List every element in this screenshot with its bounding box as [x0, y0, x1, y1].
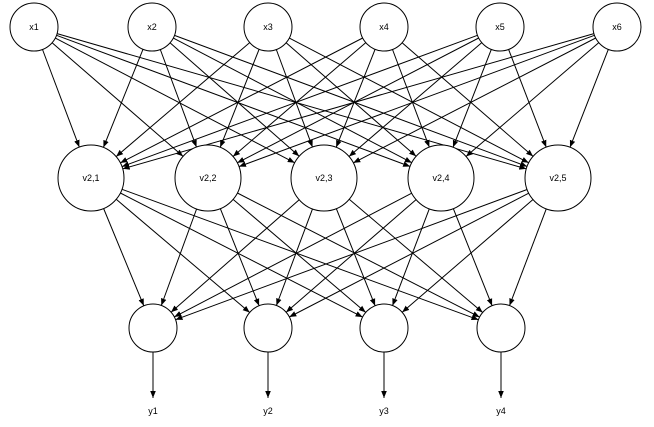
- edge-x5-to-v21: [121, 34, 478, 168]
- node-label: x3: [263, 22, 273, 32]
- node-v23: v2,3: [290, 144, 358, 212]
- edge-x3-to-v23: [275, 49, 313, 148]
- edge-x1-to-v21: [42, 49, 80, 148]
- edge-x2-to-v23: [169, 42, 300, 157]
- node-circle: [174, 144, 242, 212]
- node-o2: [243, 303, 293, 353]
- node-circle: [407, 144, 475, 212]
- edge-x4-to-v21: [120, 37, 363, 164]
- node-label: v2,2: [199, 173, 216, 183]
- node-label: v2,5: [549, 173, 566, 183]
- edge-v25-to-o2: [289, 192, 529, 318]
- edge-v23-to-o1: [170, 199, 300, 313]
- node-circle: [57, 144, 125, 212]
- node-x1: x1: [9, 2, 59, 52]
- edge-v21-to-o1: [103, 208, 145, 306]
- node-label: v2,3: [315, 173, 332, 183]
- edge-layer: [42, 33, 609, 321]
- node-v24: v2,4: [407, 144, 475, 212]
- node-o1: [128, 303, 178, 353]
- edge-x4-to-v24: [392, 49, 430, 148]
- edge-v25-to-o3: [401, 199, 534, 313]
- output-layer: y1 y2 y3 y4: [148, 352, 506, 416]
- edge-v25-to-o4: [509, 208, 547, 306]
- edge-x1-to-v24: [56, 34, 411, 167]
- edge-x5-to-v23: [348, 42, 483, 157]
- edge-x4-to-v25: [401, 42, 534, 157]
- edge-v21-to-o3: [120, 192, 363, 318]
- edge-x5-to-v24: [452, 49, 492, 148]
- edge-x3-to-v22: [219, 49, 260, 148]
- edge-x1-to-v22: [51, 42, 184, 157]
- output-label-y3: y3: [379, 406, 389, 416]
- node-v25: v2,5: [524, 144, 592, 212]
- node-label: x1: [29, 22, 39, 32]
- edge-v22-to-o4: [237, 192, 480, 318]
- edge-x3-to-v24: [285, 42, 417, 157]
- edge-v24-to-o3: [392, 208, 430, 306]
- node-label: v2,4: [432, 173, 449, 183]
- node-circle: [359, 2, 409, 52]
- node-circle: [243, 2, 293, 52]
- edge-x4-to-v23: [335, 49, 376, 148]
- node-circle: [475, 2, 525, 52]
- node-x3: x3: [243, 2, 293, 52]
- edge-v22-to-o1: [160, 208, 198, 306]
- node-o4: [476, 303, 526, 353]
- edge-x6-to-v24: [465, 42, 600, 157]
- edge-v24-to-o4: [452, 208, 493, 306]
- node-x4: x4: [359, 2, 409, 52]
- node-label: x6: [612, 22, 622, 32]
- node-x6: x6: [592, 2, 642, 52]
- node-v21: v2,1: [57, 144, 125, 212]
- edge-v25-to-o1: [175, 189, 528, 321]
- edge-x5-to-v22: [237, 37, 479, 164]
- edge-v23-to-o3: [335, 208, 376, 306]
- edge-x3-to-v21: [115, 42, 251, 157]
- node-o3: [359, 303, 409, 353]
- edge-x6-to-v23: [353, 37, 596, 164]
- output-label-y4: y4: [496, 406, 506, 416]
- node-circle: [524, 144, 592, 212]
- node-circle: [592, 2, 642, 52]
- node-circle: [476, 303, 526, 353]
- edge-x2-to-v21: [102, 49, 144, 148]
- edge-v24-to-o2: [285, 199, 417, 313]
- node-x2: x2: [127, 2, 177, 52]
- node-circle: [127, 2, 177, 52]
- node-label: x5: [495, 22, 505, 32]
- edge-x2-to-v22: [159, 49, 197, 148]
- edge-v22-to-o3: [232, 199, 367, 313]
- node-x5: x5: [475, 2, 525, 52]
- node-layer: x1 x2 x3 x4 x5 x6 v2,1 v2,2 v2,3 v2,4 v2,5: [9, 2, 642, 353]
- edge-x6-to-v22: [238, 34, 595, 168]
- edge-x5-to-v25: [508, 49, 547, 148]
- edge-v22-to-o2: [219, 208, 260, 306]
- edge-v23-to-o2: [275, 208, 313, 306]
- node-label: x4: [379, 22, 389, 32]
- node-v22: v2,2: [174, 144, 242, 212]
- edge-v23-to-o4: [348, 198, 484, 313]
- output-label-y1: y1: [148, 406, 158, 416]
- node-label: x2: [147, 22, 157, 32]
- edge-x3-to-v25: [289, 37, 529, 164]
- output-label-y2: y2: [263, 406, 273, 416]
- edge-x1-to-v23: [55, 37, 295, 164]
- node-circle: [290, 144, 358, 212]
- node-circle: [359, 303, 409, 353]
- node-circle: [243, 303, 293, 353]
- edge-v24-to-o1: [174, 192, 412, 318]
- node-label: v2,1: [82, 173, 99, 183]
- edge-x4-to-v22: [232, 42, 367, 157]
- edge-x2-to-v24: [173, 37, 413, 164]
- node-circle: [128, 303, 178, 353]
- node-circle: [9, 2, 59, 52]
- edge-x6-to-v25: [569, 49, 609, 148]
- edge-v21-to-o2: [115, 198, 251, 313]
